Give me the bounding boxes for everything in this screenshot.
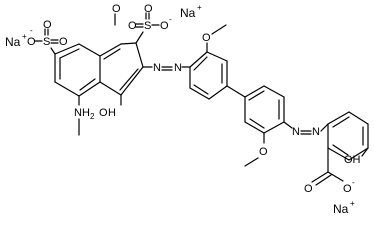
bond [78,43,101,57]
subscript-two: 2 [90,112,95,121]
bond [320,123,329,132]
bond [103,48,121,60]
bond [348,111,369,125]
bond [193,56,208,71]
methoxy-group-upper: O [202,24,227,53]
naphthalene-ring [54,42,144,97]
oxygen-label: O [128,20,137,32]
hydrogen-label: H [82,107,90,119]
nitrogen-label: N [153,62,161,74]
bond [206,51,228,62]
bond [244,121,265,134]
bond [211,24,227,35]
amino-group: N H 2 [74,95,95,136]
oxygen-label: O [160,20,169,32]
bond [332,116,350,128]
structure-canvas: Na + Na + Na + - O S O O O O S O O - [5,3,369,216]
bond [244,157,259,167]
nitrogen-label: N [292,126,300,138]
bond [208,85,228,100]
bond [59,48,80,59]
bond [327,111,350,125]
bond [189,51,208,68]
biphenyl-bond [226,85,246,98]
bond [54,81,80,97]
bond [361,147,369,157]
plus-charge: + [350,199,355,208]
bond [189,87,210,100]
bond [327,147,350,161]
bond [54,43,80,55]
oxygen-label: O [259,146,268,158]
plus-charge: + [197,3,202,12]
sulfur-label: S [43,36,50,48]
bond [120,42,137,45]
oxygen-label: O [99,107,108,119]
bond [248,90,265,101]
azo-linkage-second: N N [283,121,329,138]
bond [120,66,144,96]
minus-charge: - [169,15,172,24]
bond [99,81,122,96]
minus-charge: - [352,178,355,187]
chemical-structure-diagram: Na + Na + Na + - O S O O O O S O O - [5,3,369,216]
methoxy-group-lower: O [244,132,268,167]
minus-charge: - [30,26,33,35]
hydrogen-label: H [108,107,116,119]
bond [135,42,144,68]
sulfur-label: S [144,20,151,32]
biphenyl-ring-upper [189,51,228,100]
oxygen-label: O [202,32,211,44]
oxygen-label: O [144,3,153,15]
oxygen-label: O [59,36,68,48]
sulfonate-group-upper: O O S O O - [112,3,172,44]
bond [249,118,265,129]
bond [263,85,285,98]
bond [244,85,265,98]
na-label: Na [333,202,349,216]
bond [79,78,96,91]
bond [78,81,101,97]
bond [119,68,139,91]
bond [135,31,144,44]
bond [50,47,56,55]
bond [327,171,344,182]
azo-linkage-first: N N [142,62,191,74]
sodium-ion-left: Na + [5,32,27,49]
oxygen-label: O [27,36,36,48]
nitrogen-label: N [74,107,82,119]
sodium-ion-bottom: Na + [333,199,355,216]
nitrogen-label: N [312,126,320,138]
oxygen-label: O [112,3,121,15]
bond [311,171,329,183]
salicylate-ring [327,111,369,161]
bond [193,84,209,95]
bond [332,144,349,156]
oxygen-label: O [304,183,313,195]
oxygen-label: O [343,183,352,195]
bond [283,121,293,129]
oxygen-label: O [43,19,52,31]
bond [315,174,332,186]
hydroxyl-group-naphthol: O H [99,94,122,119]
plus-charge: + [22,32,27,41]
hydroxyl-group-salicylate: OH [344,147,369,166]
na-label: Na [5,35,21,49]
bond [263,121,285,134]
bond [99,43,122,57]
sodium-ion-top: Na + [180,3,202,20]
carboxylate-group: O O - [304,147,355,195]
nitrogen-label: N [174,62,182,74]
bond [348,147,369,161]
hydroxyl-label: OH [344,154,361,166]
biphenyl-ring-lower [244,85,285,134]
na-label: Na [180,6,196,20]
sulfonate-group-left: - O S O O [27,19,68,55]
